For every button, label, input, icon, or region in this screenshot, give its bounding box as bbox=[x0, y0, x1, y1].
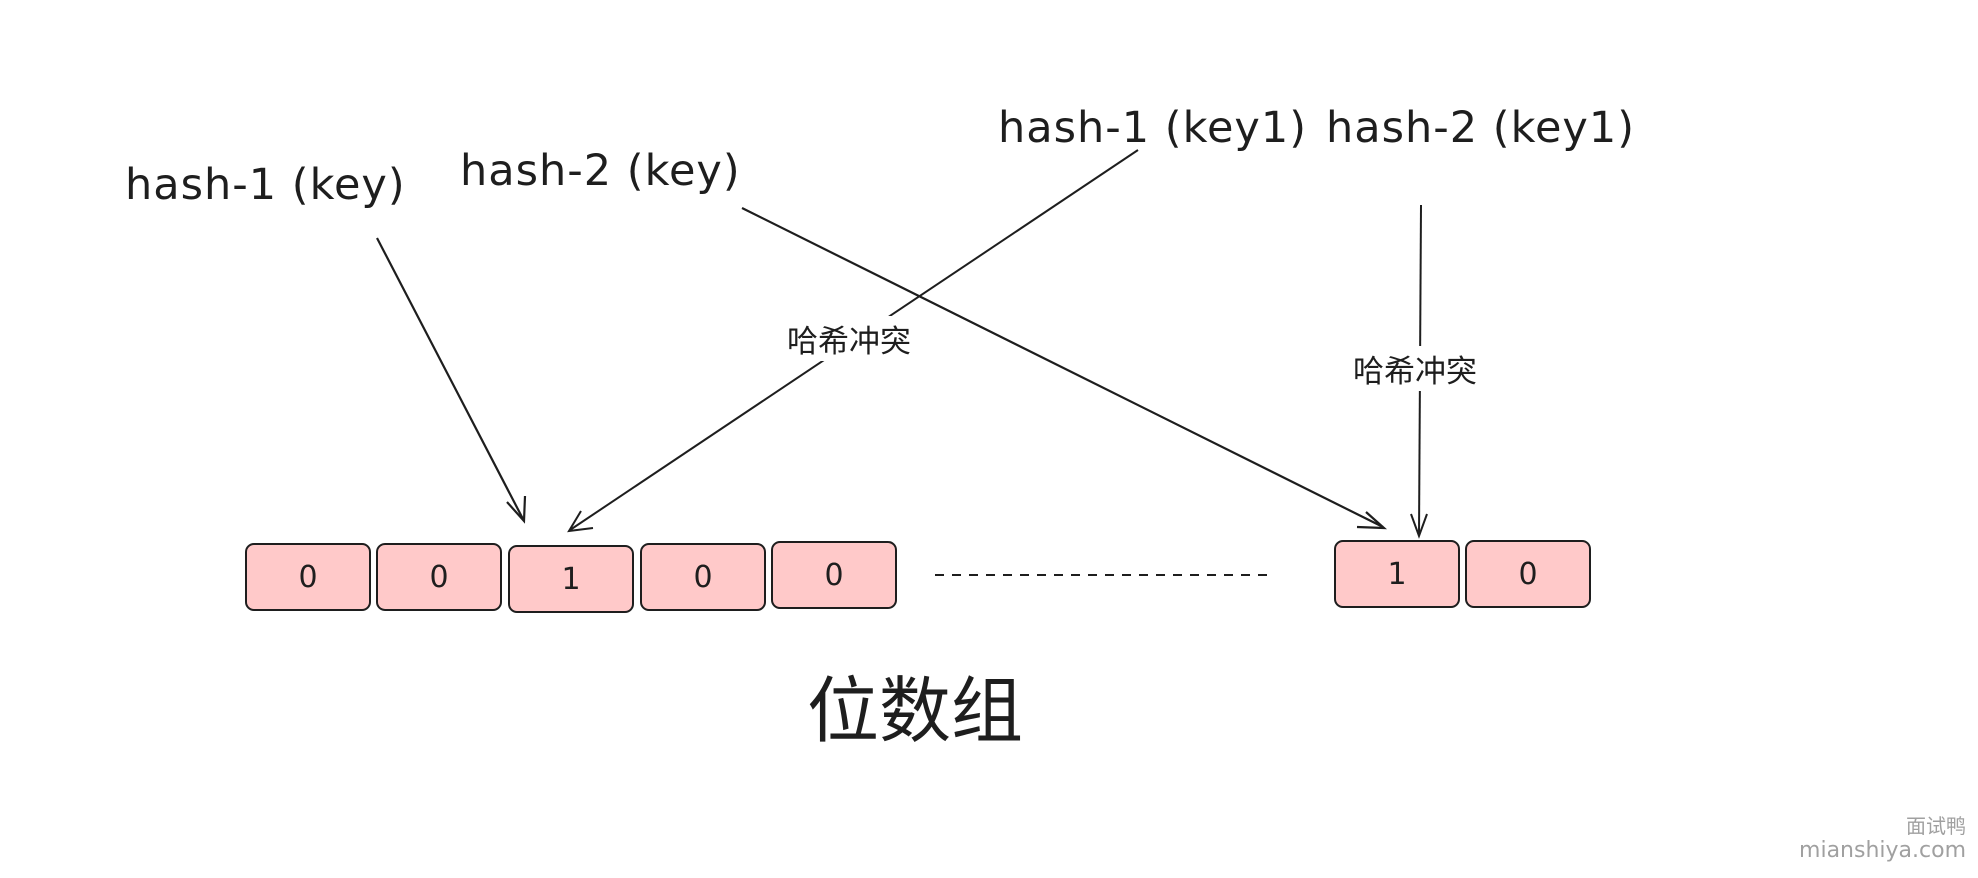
label-hash2-key1: hash-2 (key1) bbox=[1326, 103, 1635, 153]
watermark-url: mianshiya.com bbox=[1799, 838, 1966, 863]
bit-cell: 0 bbox=[771, 541, 897, 609]
arrow-hash2-key1-head bbox=[1410, 513, 1428, 539]
label-hash2-key: hash-2 (key) bbox=[460, 146, 741, 196]
arrow-hash2-key bbox=[741, 207, 1384, 528]
label-hash1-key1: hash-1 (key1) bbox=[998, 103, 1307, 153]
arrow-hash1-key1-head bbox=[567, 510, 594, 533]
bit-cell: 1 bbox=[508, 545, 634, 613]
bit-array-title: 位数组 bbox=[807, 669, 1024, 753]
bit-cell: 0 bbox=[1465, 540, 1591, 608]
label-hash1-key: hash-1 (key) bbox=[125, 160, 406, 210]
bit-cell: 0 bbox=[376, 543, 502, 611]
watermark-name: 面试鸭 bbox=[1906, 814, 1966, 838]
arrow-hash1-key-head bbox=[506, 495, 527, 524]
bit-cell: 0 bbox=[245, 543, 371, 611]
collision-label-right: 哈希冲突 bbox=[1351, 346, 1479, 391]
arrow-hash2-key-head bbox=[1356, 511, 1388, 530]
bit-cell: 0 bbox=[640, 543, 766, 611]
collision-label-left: 哈希冲突 bbox=[785, 316, 913, 361]
arrow-hash1-key bbox=[376, 237, 524, 520]
bit-cell: 1 bbox=[1334, 540, 1460, 608]
